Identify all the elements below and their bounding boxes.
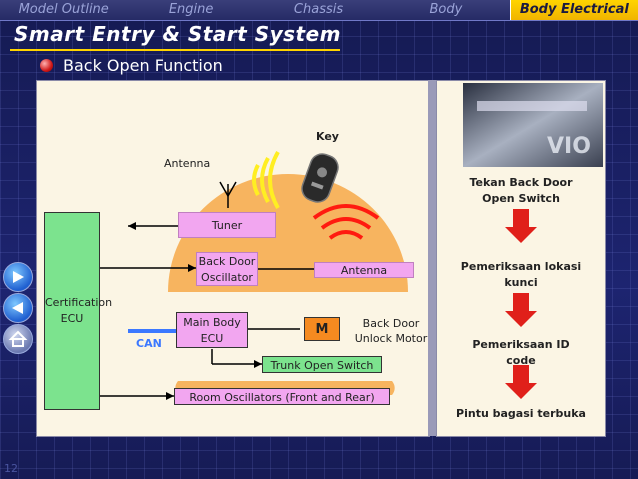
room-oscillators-box: Room Oscillators (Front and Rear) — [174, 388, 390, 405]
bullet-icon — [40, 58, 53, 72]
switch-arrowhead — [254, 360, 262, 368]
flow-step-3: Pemeriksaan ID code — [437, 337, 605, 369]
antenna-top-label: Antenna — [164, 157, 211, 170]
svg-text:VIO: VIO — [547, 134, 591, 159]
tab-body[interactable]: Body — [429, 2, 463, 17]
flow-graphics: VIO — [463, 83, 603, 399]
flow-step-1: Tekan Back Door Open Switch — [437, 175, 605, 207]
key-label: Key — [316, 130, 339, 143]
back-door-oscillator-line2: Oscillator — [201, 271, 253, 284]
wave-2 — [260, 157, 270, 203]
arrow-left-icon — [12, 302, 23, 314]
main-body-ecu-line2: ECU — [200, 332, 224, 345]
trunk-open-switch-box: Trunk Open Switch — [262, 356, 382, 373]
certification-ecu-line1: Certification — [45, 296, 113, 309]
tab-model-outline[interactable]: Model Outline — [18, 2, 109, 17]
home-icon — [8, 330, 28, 347]
can-label: CAN — [136, 337, 162, 350]
room-arrowhead — [166, 392, 174, 400]
arrow-right-icon — [13, 271, 24, 283]
panel-divider — [428, 80, 436, 436]
flow-panel: VIO Tekan Back Door Open Switch Pemeriks… — [436, 80, 606, 437]
page-number: 12 — [4, 462, 18, 475]
home-button[interactable] — [3, 324, 33, 354]
prev-slide-button[interactable] — [3, 293, 33, 323]
red-wave-2 — [320, 217, 372, 230]
flow-step-4: Pintu bagasi terbuka — [456, 407, 586, 420]
wave-3 — [268, 151, 280, 209]
motor-label: Back Door Unlock Motor — [348, 316, 434, 346]
top-nav-bar: Model Outline Engine Chassis Body Body E… — [0, 0, 638, 21]
motor-symbol-box: M — [304, 317, 340, 341]
subtitle-row: Back Open Function — [40, 54, 223, 76]
flow-step-2: Pemeriksaan lokasi kunci — [437, 259, 605, 291]
tab-body-electrical[interactable]: Body Electrical — [509, 0, 638, 20]
osc-arrowhead — [188, 264, 196, 272]
motor-label-line2: Unlock Motor — [354, 332, 428, 345]
flow-arrow-3 — [505, 365, 537, 399]
flow-step-1-line1: Tekan Back Door — [469, 176, 573, 189]
car-photo — [463, 83, 603, 167]
slide-title: Smart Entry & Start System — [14, 22, 342, 46]
back-door-oscillator-line1: Back Door — [198, 255, 256, 268]
flow-step-3-line1: Pemeriksaan ID — [472, 338, 570, 351]
antenna-symbol — [219, 181, 237, 198]
certification-ecu-box: Certification ECU — [44, 212, 113, 410]
flow-arrow-2 — [505, 293, 537, 327]
flow-step-2-line2: kunci — [504, 276, 538, 289]
slide-subtitle: Back Open Function — [63, 55, 223, 75]
main-body-ecu-line1: Main Body — [183, 316, 241, 329]
wave-1 — [252, 164, 260, 196]
red-wave-3 — [312, 204, 380, 220]
certification-ecu-line2: ECU — [60, 312, 84, 325]
next-slide-button[interactable] — [3, 262, 33, 292]
tuner-arrowhead — [128, 222, 136, 230]
flow-step-2-line1: Pemeriksaan lokasi — [460, 260, 582, 273]
tuner-box: Tuner — [178, 212, 276, 238]
antenna-box: Antenna — [314, 262, 414, 278]
tab-chassis[interactable]: Chassis — [293, 2, 344, 17]
motor-label-line1: Back Door — [362, 317, 420, 330]
main-body-ecu-box: Main Body ECU — [176, 312, 248, 348]
flow-step-3-line2: code — [506, 354, 536, 367]
title-underline — [10, 49, 340, 51]
back-door-oscillator-box: Back Door Oscillator — [196, 252, 258, 286]
red-wave-1 — [328, 230, 364, 240]
tab-engine[interactable]: Engine — [168, 2, 214, 17]
key-fob-icon — [301, 153, 339, 203]
flow-arrow-1 — [505, 209, 537, 243]
flow-step-1-line2: Open Switch — [482, 192, 560, 205]
